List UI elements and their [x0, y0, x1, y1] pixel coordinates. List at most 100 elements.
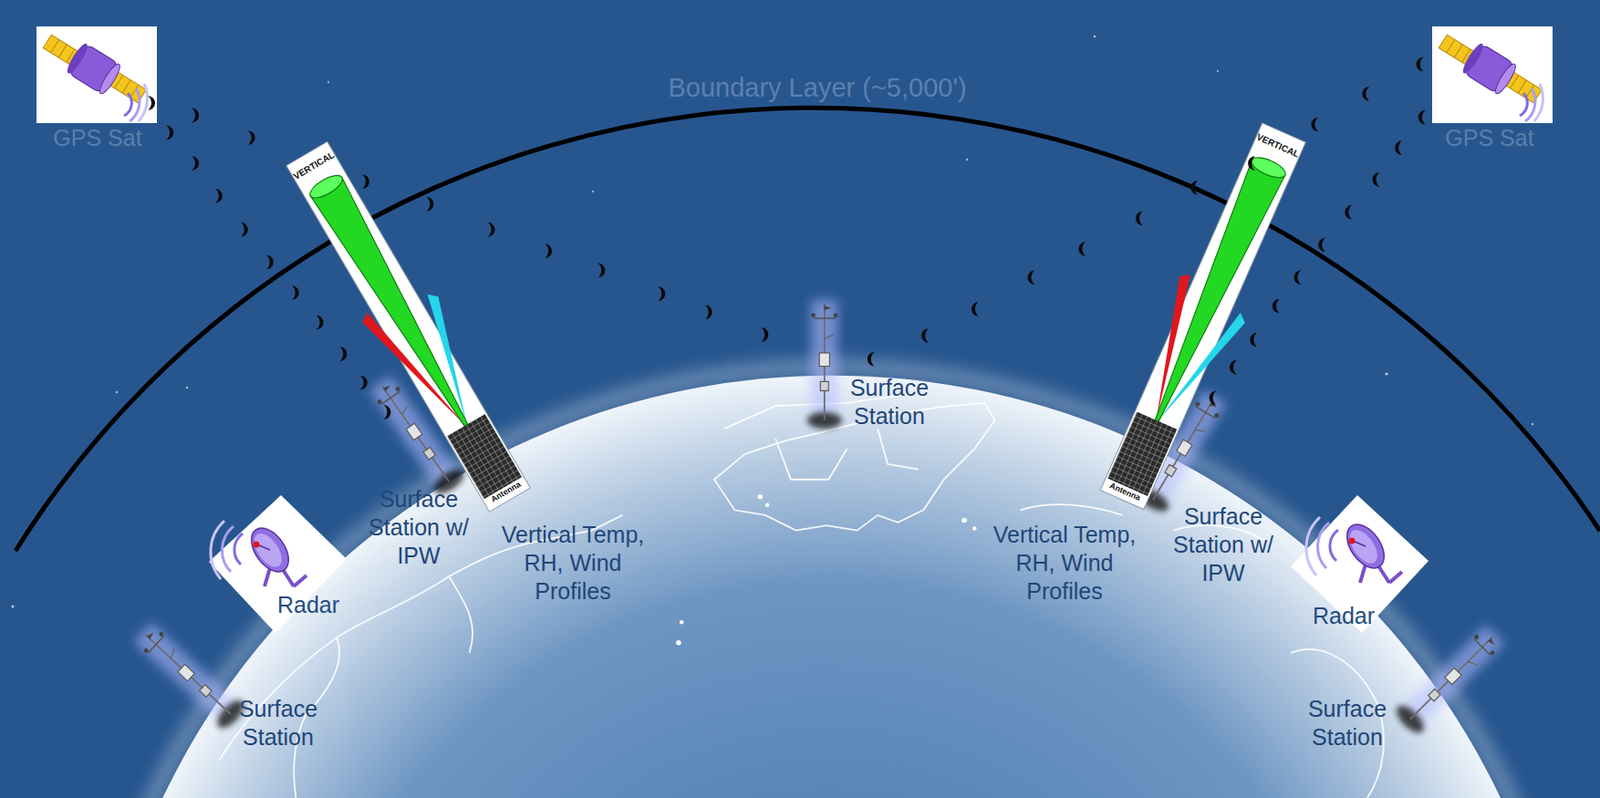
gps-signal-path — [1190, 180, 1198, 196]
stars — [1385, 373, 1389, 376]
gps-signal-path — [1249, 332, 1258, 348]
gps-signal-path — [488, 222, 496, 238]
gps-signal-path — [215, 188, 223, 204]
gps-signal-path — [921, 328, 929, 343]
radar-diamond: Radar — [1288, 491, 1432, 634]
gps-signal-path — [1209, 390, 1217, 406]
gps-signal-path — [147, 95, 156, 111]
gps-signal-path — [1418, 110, 1426, 125]
gps-signal-path — [1394, 140, 1403, 156]
gps-signal-path — [971, 301, 979, 317]
gps-signal-path — [166, 125, 174, 141]
radar-dish-icon — [253, 541, 260, 549]
islands — [765, 502, 769, 507]
surface-stations — [130, 300, 1507, 738]
stars — [1093, 35, 1096, 38]
islands — [758, 494, 764, 500]
gps-signal-path — [867, 57, 1426, 406]
gps-signal-path — [147, 95, 769, 420]
stars — [1531, 423, 1534, 426]
antenna-tag: Antenna — [1108, 481, 1143, 504]
islands — [675, 494, 977, 646]
gps-signal-path — [339, 346, 347, 362]
stars — [11, 605, 15, 609]
stars — [966, 158, 968, 161]
gps-signal-path — [1272, 299, 1280, 314]
radar-dish-icon — [249, 529, 288, 572]
gps-signal-path — [1310, 117, 1319, 133]
gps-signal-path — [384, 405, 392, 420]
gps-signal-path — [1229, 360, 1237, 375]
gps-signal-path — [360, 375, 368, 391]
antenna-tag: VERTICAL — [291, 149, 337, 182]
radar-dish-icon — [208, 495, 347, 634]
radar-label: Radar — [1312, 602, 1375, 630]
radar-dish-icon — [1317, 522, 1330, 569]
gps-signal-path — [316, 315, 324, 331]
radar-dish-icon — [1329, 529, 1339, 562]
radar-dish-icon — [1389, 571, 1403, 583]
wind-profilers — [1087, 117, 1321, 517]
radar-dish-icon — [293, 575, 307, 587]
radar-diamond: Radar — [206, 491, 349, 634]
stars — [327, 81, 330, 84]
surface-stations — [130, 619, 249, 733]
gps-signal-path — [191, 108, 199, 124]
gps-signal-path — [240, 222, 249, 238]
satellite-box: GPS Sat — [36, 26, 157, 150]
satellite-box: GPS Sat — [1432, 26, 1552, 150]
radar-dish-icon — [1344, 525, 1383, 569]
gps-signal-path — [1293, 270, 1301, 285]
station-label: Surface Station — [1292, 695, 1403, 752]
gps-signal-path — [191, 155, 199, 171]
radar-dish-icon — [1349, 538, 1356, 545]
stars — [592, 190, 594, 193]
gps-signal-path — [1078, 241, 1086, 257]
gps-signal-path — [426, 197, 435, 212]
gps-signal-path — [248, 130, 256, 146]
station-label: Surface Station w/ IPW — [358, 485, 479, 571]
surface-stations — [1392, 622, 1508, 738]
antenna-tag: Antenna — [489, 480, 523, 506]
globe — [83, 367, 1581, 798]
coastlines — [218, 393, 1383, 798]
radar-dish-icon — [221, 526, 234, 572]
radar-dish-icon — [234, 533, 243, 565]
boundary-layer-label: Boundary Layer (~5,000') — [607, 71, 1028, 104]
stars — [186, 386, 188, 389]
gps-signal-path — [1247, 155, 1256, 171]
gps-signal-path — [1135, 211, 1143, 227]
gps-signal-path — [705, 304, 713, 320]
coastlines — [448, 576, 473, 654]
islands — [675, 640, 682, 646]
gps-signal-path — [867, 57, 1426, 406]
gps-signal-path — [1027, 270, 1035, 285]
gps-signal-path — [362, 174, 370, 189]
coastlines — [1020, 504, 1123, 516]
gps-signal-path — [657, 286, 665, 302]
coastlines — [775, 438, 847, 480]
islands — [679, 620, 684, 624]
wind-profilers — [274, 117, 1322, 520]
boundary-layer-arc — [15, 107, 1600, 551]
wind-profilers — [274, 133, 546, 520]
globe — [83, 367, 1581, 798]
radar-dish-icon — [1306, 517, 1320, 576]
gps-signal-path — [1372, 172, 1381, 188]
gps-signal-path — [1344, 205, 1352, 220]
gps-signal-path — [291, 285, 300, 301]
gps-satellite-icons — [1432, 25, 1553, 124]
radar-label: Radar — [277, 591, 340, 619]
satellite-label: GPS Sat — [52, 124, 142, 152]
satellite-label: GPS Sat — [1444, 124, 1534, 152]
station-label: Surface Station — [834, 374, 945, 431]
gps-signal-path — [597, 263, 605, 279]
gps-satellite-icons — [36, 25, 157, 124]
gps-signal-path — [1318, 238, 1326, 253]
gps-signal-path — [760, 327, 769, 343]
gps-signal-path — [544, 243, 552, 259]
station-label: Surface Station — [223, 695, 333, 752]
